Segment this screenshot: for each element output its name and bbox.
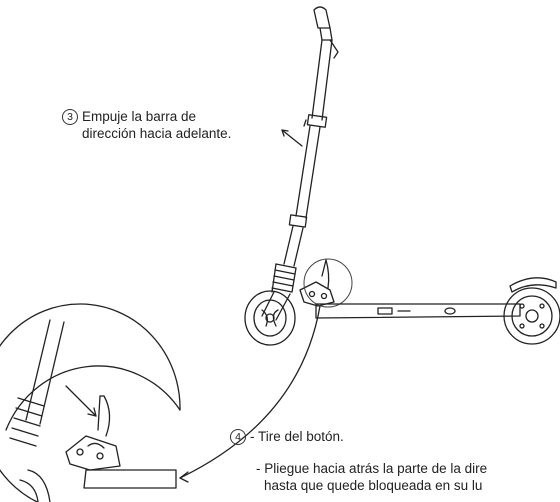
step-4-line-2a: - Pliegue hacia atrás la parte de la dir… [256, 461, 488, 476]
front-wheel [244, 290, 296, 346]
zoom-target-circle [303, 258, 353, 308]
rear-fender [509, 277, 557, 293]
step-4-fold-instruction: - Pliegue hacia atrás la parte de la dir… [256, 460, 487, 494]
steering-tube-upper [311, 39, 333, 121]
step-4-instruction: 4 - Tire del botón. [230, 428, 344, 445]
rear-wheel [503, 287, 560, 345]
step-3-line-2: dirección hacia adelante. [82, 126, 232, 141]
step-4-line-2b: hasta que quede bloqueada en su lu [264, 478, 483, 493]
folding-mechanism [299, 259, 335, 307]
steering-tube-lower [283, 125, 321, 267]
callout-arrow [179, 305, 321, 483]
step-4-line-1: - Tire del botón. [250, 429, 344, 444]
step-3-line-1: Empuje la barra de [82, 109, 197, 124]
front-suspension-spring [271, 263, 297, 293]
tube-clamp [303, 114, 328, 128]
step-4-number-icon: 4 [230, 429, 246, 445]
handlebar-grip [313, 6, 339, 59]
step-3-number-icon: 3 [62, 109, 78, 125]
step-3-instruction: 3 Empuje la barra de dirección hacia adel… [62, 108, 231, 142]
detail-zoom-view [0, 303, 181, 502]
push-arrow-icon [281, 129, 303, 147]
scooter-deck [315, 303, 521, 319]
